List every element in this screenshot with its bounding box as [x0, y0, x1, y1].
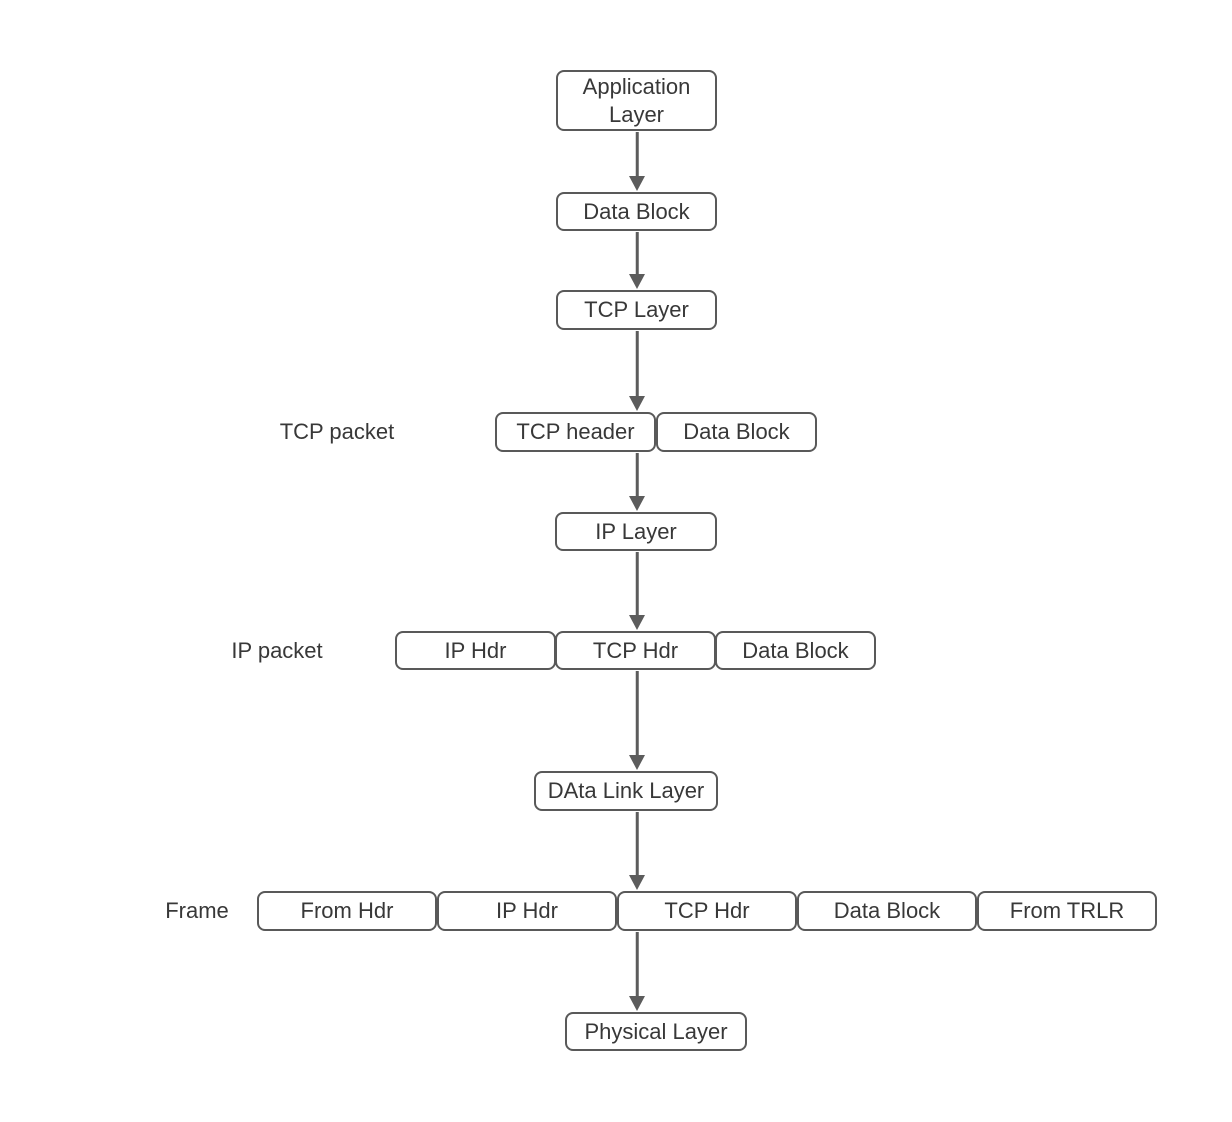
label-ip-packet: IP packet [231, 637, 323, 663]
arrow-down-icon [629, 615, 645, 630]
arrow-application-to-datablock [629, 132, 645, 191]
arrow-tcppacket-to-iplayer [629, 453, 645, 511]
cell-frame-tcp-hdr: TCP Hdr [617, 891, 797, 931]
arrow-shaft [635, 453, 639, 498]
arrow-shaft [635, 932, 639, 998]
arrow-down-icon [629, 996, 645, 1011]
cell-ip-packet-data-block: Data Block [715, 631, 876, 670]
node-tcp-layer: TCP Layer [556, 290, 717, 330]
cell-frame-from-hdr: From Hdr [257, 891, 437, 931]
arrow-tcplayer-to-tcppacket [629, 331, 645, 411]
cell-frame-ip-hdr: IP Hdr [437, 891, 617, 931]
arrow-shaft [635, 232, 639, 276]
cell-tcp-packet-data-block: Data Block [656, 412, 817, 452]
cell-ip-packet-ip-hdr: IP Hdr [395, 631, 556, 670]
label-tcp-packet: TCP packet [279, 419, 395, 444]
arrow-datalink-to-frame [629, 812, 645, 890]
node-data-link-layer: DAta Link Layer [534, 771, 718, 811]
arrow-shaft [635, 671, 639, 757]
arrow-down-icon [629, 396, 645, 411]
arrow-datablock-to-tcplayer [629, 232, 645, 289]
node-data-block: Data Block [556, 192, 717, 231]
arrow-iplayer-to-ippacket [629, 552, 645, 630]
arrow-down-icon [629, 176, 645, 191]
arrow-shaft [635, 552, 639, 617]
cell-frame-from-trlr: From TRLR [977, 891, 1157, 931]
node-physical-layer: Physical Layer [565, 1012, 747, 1051]
arrow-ippacket-to-datalink [629, 671, 645, 770]
node-application-layer: Application Layer [556, 70, 717, 131]
arrow-frame-to-physical [629, 932, 645, 1011]
node-ip-layer: IP Layer [555, 512, 717, 551]
cell-ip-packet-tcp-hdr: TCP Hdr [555, 631, 716, 670]
arrow-shaft [635, 331, 639, 398]
arrow-down-icon [629, 755, 645, 770]
cell-frame-data-block: Data Block [797, 891, 977, 931]
arrow-down-icon [629, 496, 645, 511]
arrow-shaft [635, 132, 639, 178]
arrow-shaft [635, 812, 639, 877]
label-frame: Frame [165, 898, 229, 923]
arrow-down-icon [629, 274, 645, 289]
arrow-down-icon [629, 875, 645, 890]
cell-tcp-packet-tcp-header: TCP header [495, 412, 656, 452]
